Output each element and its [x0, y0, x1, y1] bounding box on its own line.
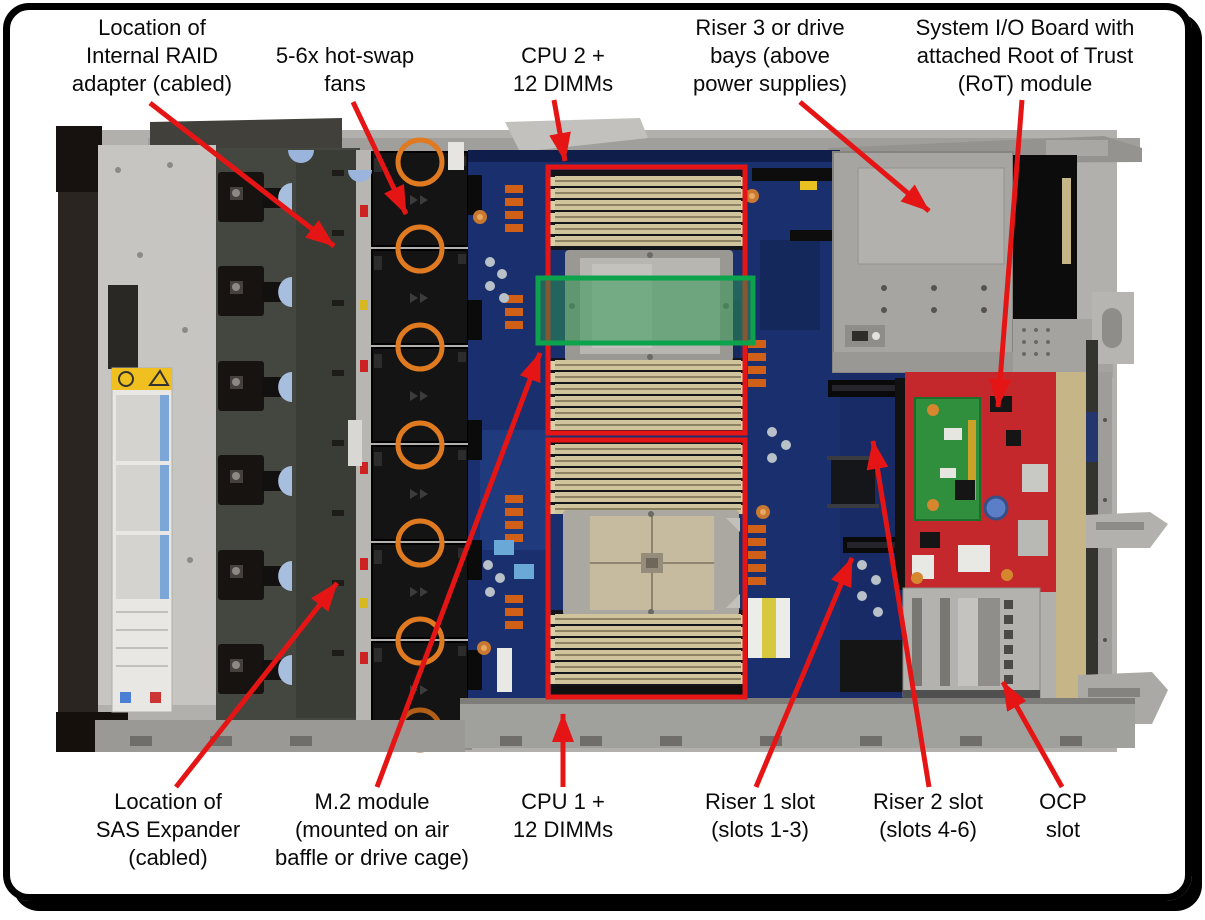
capacitor — [983, 495, 1009, 521]
label-cpu1-dimms: CPU 1 + 12 DIMMs — [512, 789, 614, 842]
arrow-riser1-slot — [753, 557, 855, 788]
ocp-slot-cage — [840, 587, 1041, 700]
arrow-riser2-slot — [866, 440, 932, 788]
power-connectors — [505, 185, 766, 629]
label-ocp-slot: OCP slot — [1039, 789, 1087, 842]
arrow-cpu2-dimms — [549, 99, 571, 162]
rear-wall — [1056, 340, 1168, 735]
standoffs — [473, 189, 875, 679]
fan-ring — [395, 137, 445, 187]
system-io-board — [895, 372, 1056, 592]
left-rack-ear — [56, 126, 128, 752]
arrow-ocp-slot — [1000, 680, 1065, 789]
bmc-chip — [831, 460, 875, 504]
arrow-internal-raid — [148, 101, 336, 248]
cpu1-socket — [563, 510, 740, 616]
arrow-sas-expander — [174, 581, 339, 789]
arrow-riser3 — [798, 100, 931, 213]
capacitors — [483, 257, 883, 617]
label-system-io-board: System I/O Board with attached Root of T… — [915, 15, 1135, 96]
arrow-system-io-board — [989, 99, 1025, 408]
drive-bay-side-panel — [98, 145, 216, 713]
m2-location-highlight-box — [535, 275, 756, 346]
label-m2-module: M.2 module (mounted on air baffle or dri… — [274, 789, 470, 870]
arrow-m2-module — [374, 352, 543, 788]
label-hot-swap-fans: 5-6x hot-swap fans — [275, 43, 415, 96]
drive-cage — [216, 148, 360, 720]
label-internal-raid: Location of Internal RAID adapter (cable… — [71, 15, 233, 96]
label-riser2-slot: Riser 2 slot (slots 4-6) — [872, 789, 984, 842]
label-riser3-drive-bays: Riser 3 or drive bays (above power suppl… — [692, 15, 848, 96]
label-riser1-slot: Riser 1 slot (slots 1-3) — [704, 789, 816, 842]
service-label — [111, 367, 173, 713]
arrow-hot-swap-fans — [350, 100, 409, 216]
power-supply-bay — [832, 151, 1014, 373]
label-sas-expander: Location of SAS Expander (cabled) — [95, 789, 241, 870]
cable-channel-strip — [348, 150, 372, 740]
label-cpu2-dimms: CPU 2 + 12 DIMMs — [512, 43, 614, 96]
cpu1-dimm-highlight-box — [545, 437, 748, 700]
